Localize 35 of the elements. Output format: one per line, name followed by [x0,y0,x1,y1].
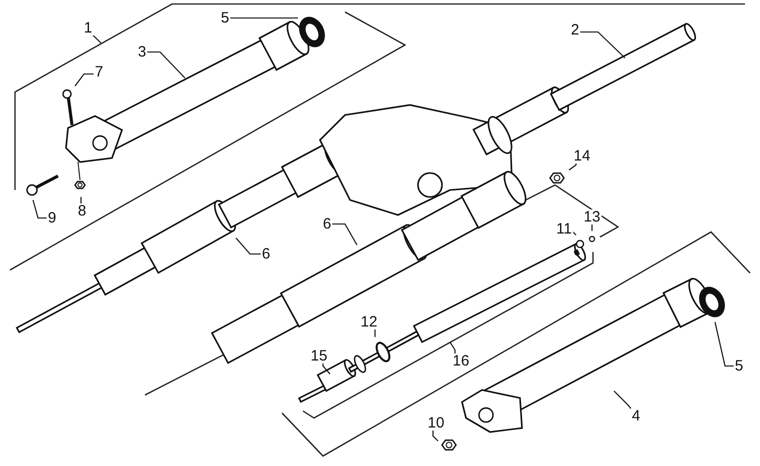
leader-line [80,197,82,204]
leader-line [432,430,438,442]
callout-number: 14 [572,148,592,164]
callout-number: 3 [136,44,148,60]
leader-line [332,223,358,246]
callout-number: 12 [360,314,378,330]
callout-number: 8 [76,204,88,218]
callout-number: 15 [310,348,328,364]
leader-line [322,364,330,374]
leader-line [230,17,298,19]
leader-line [614,390,632,409]
callout-number: 1 [82,20,94,36]
callout-number: 4 [630,408,642,424]
callout-number: 5 [734,358,744,374]
leader-line [374,330,376,337]
leader-line [74,73,94,86]
callout-number: 13 [582,210,602,224]
leader-line [580,31,626,58]
leader-line [147,51,186,78]
callout-number: 11 [555,222,573,236]
leader-line [236,238,261,255]
callout-number: 9 [46,210,58,226]
callout-number: 5 [220,10,230,26]
callout-number: 7 [94,64,104,80]
leader-line [92,35,102,44]
leader-line [32,200,47,219]
leader-line [591,224,593,231]
callout-number: 2 [570,22,580,38]
leader-line [568,164,577,170]
callout-number: 6 [260,246,272,262]
callout-number: 10 [426,416,446,430]
callout-number: 6 [322,216,332,232]
leader-line [714,322,734,367]
callout-number: 16 [452,354,470,368]
leader-line [450,342,456,354]
